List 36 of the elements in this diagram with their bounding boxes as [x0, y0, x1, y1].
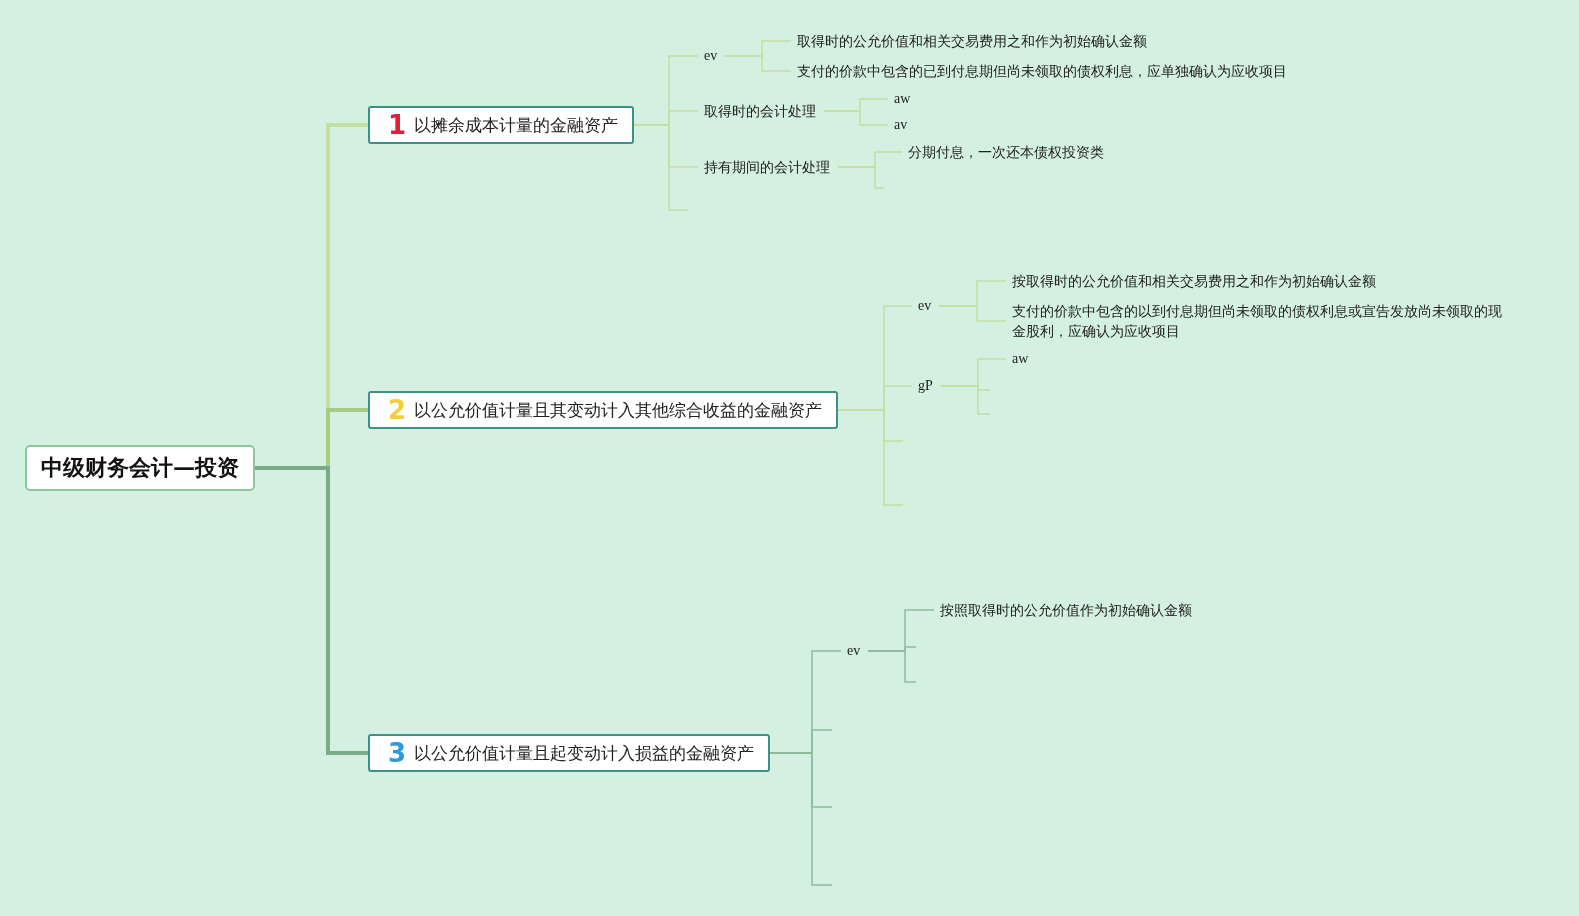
topic-text: 持有期间的会计处理: [704, 157, 830, 177]
topic-box: [368, 734, 771, 772]
topic-title: 中级财务会计—投资: [41, 454, 239, 482]
branch-line: [867, 650, 917, 683]
branch-line: [724, 55, 792, 72]
topic-text: av: [894, 115, 908, 135]
topic-text: ev: [918, 296, 932, 316]
topic-text: 取得时的公允价值和相关交易费用之和作为初始确认金额: [797, 31, 1147, 51]
root-topic-box: [25, 445, 255, 491]
topic-text: 支付的价款中包含的以到付息期但尚未领取的债权利息或宣告发放尚未领取的现金股利，应确认为应收项目: [1012, 301, 1502, 341]
branch-number: 3: [388, 740, 407, 766]
branch-line: [823, 110, 889, 126]
topic-text: ev: [847, 641, 861, 661]
topic-title: 以摊余成本计量的金融资产: [414, 113, 619, 137]
topic-title: 以公允价值计量且其变动计入其他综合收益的金融资产: [414, 398, 823, 422]
branch-line: [938, 305, 1007, 322]
topic-title: 以公允价值计量且起变动计入损益的金融资产: [414, 741, 755, 765]
topic-box: [368, 106, 635, 144]
topic-text: 按照取得时的公允价值作为初始确认金额: [940, 600, 1192, 620]
branch-line: [769, 752, 833, 886]
topic-text: aw: [894, 89, 911, 109]
topic-text: 取得时的会计处理: [704, 101, 816, 121]
topic-text: 分期付息，一次还本债权投资类: [908, 142, 1104, 162]
branch-line: [940, 385, 991, 415]
branch-number: 2: [388, 397, 407, 423]
topic-text: ev: [704, 46, 718, 66]
branch-number: 1: [388, 112, 407, 138]
branch-line: [255, 466, 368, 755]
branch-line: [837, 166, 885, 189]
topic-text: 按取得时的公允价值和相关交易费用之和作为初始确认金额: [1012, 271, 1376, 291]
topic-box: [368, 391, 839, 429]
topic-text: 支付的价款中包含的已到付息期但尚未领取的债权利息，应单独确认为应收项目: [797, 61, 1287, 81]
topic-text: aw: [1012, 349, 1029, 369]
branch-line: [633, 124, 689, 211]
topic-text: gP: [918, 376, 933, 396]
branch-line: [837, 409, 904, 506]
